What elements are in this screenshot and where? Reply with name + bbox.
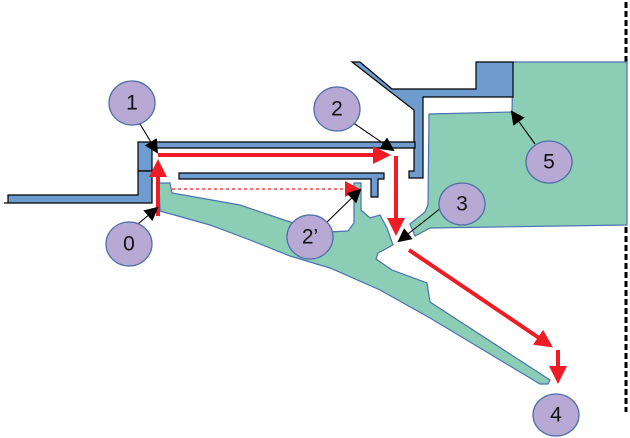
leader-1	[139, 123, 159, 154]
station-0-label: 0	[123, 233, 135, 256]
leader-2	[351, 121, 395, 152]
station-2prime-label: 2’	[302, 226, 318, 249]
station-1-label: 1	[126, 92, 138, 115]
flow-arrow-3-to-exit	[407, 248, 553, 348]
station-4-label: 4	[550, 404, 562, 427]
station-2prime-bubble: 2’	[286, 214, 334, 260]
leader-5	[510, 110, 536, 145]
station-4-bubble: 4	[532, 393, 580, 437]
station-3-label: 3	[456, 193, 468, 216]
leader-0	[137, 206, 159, 225]
station-0-bubble: 0	[105, 221, 153, 267]
station-2-bubble: 2	[313, 86, 361, 132]
inlet-casing	[4, 170, 153, 204]
station-5-bubble: 5	[525, 140, 573, 184]
leader-3	[397, 207, 442, 243]
outer-casing-upper	[350, 61, 514, 179]
station-5-label: 5	[543, 151, 555, 174]
leader-2p	[325, 188, 362, 224]
station-3-bubble: 3	[438, 182, 486, 226]
station-1-bubble: 1	[108, 80, 156, 126]
station-2-label: 2	[331, 98, 343, 121]
inner-duct-plate	[178, 172, 385, 198]
